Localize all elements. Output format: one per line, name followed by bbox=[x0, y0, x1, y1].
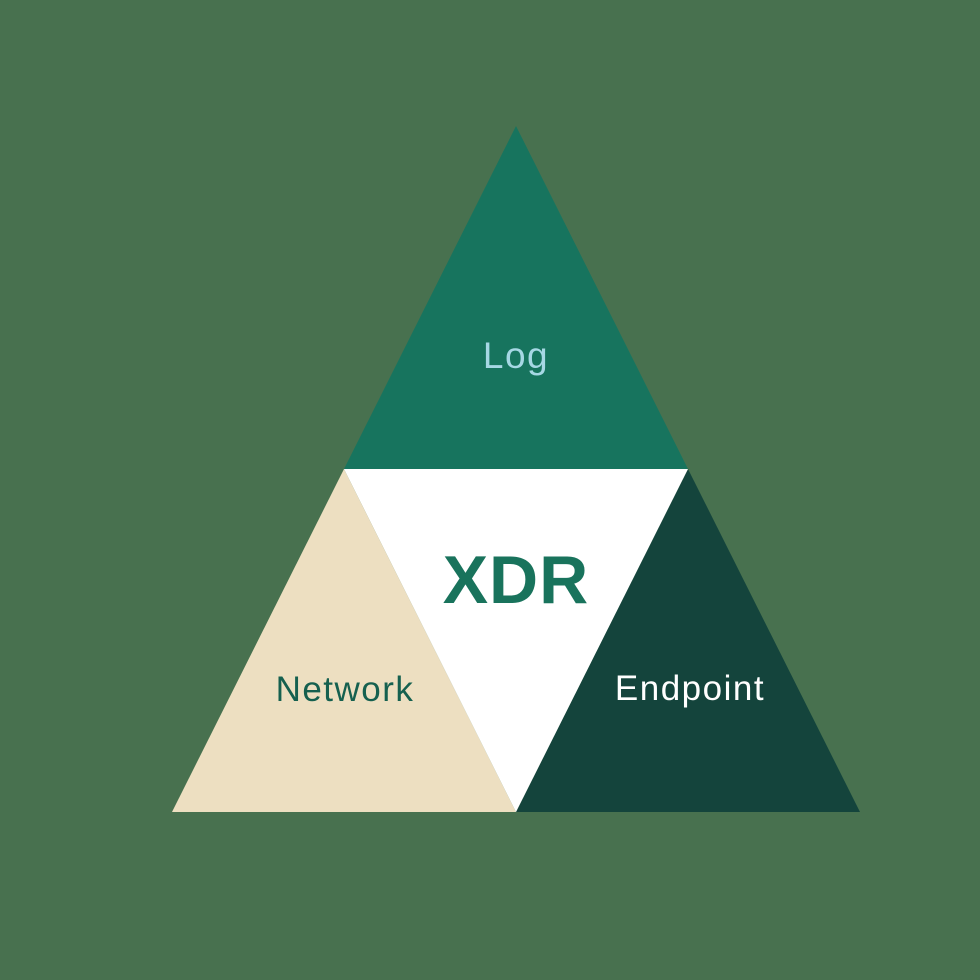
network-triangle bbox=[172, 469, 516, 812]
network-label: Network bbox=[276, 670, 415, 709]
xdr-label: XDR bbox=[443, 542, 590, 618]
endpoint-triangle bbox=[516, 469, 860, 812]
log-triangle bbox=[344, 126, 688, 469]
log-label: Log bbox=[483, 335, 549, 376]
endpoint-label: Endpoint bbox=[615, 669, 765, 708]
center-triangle bbox=[344, 469, 688, 812]
